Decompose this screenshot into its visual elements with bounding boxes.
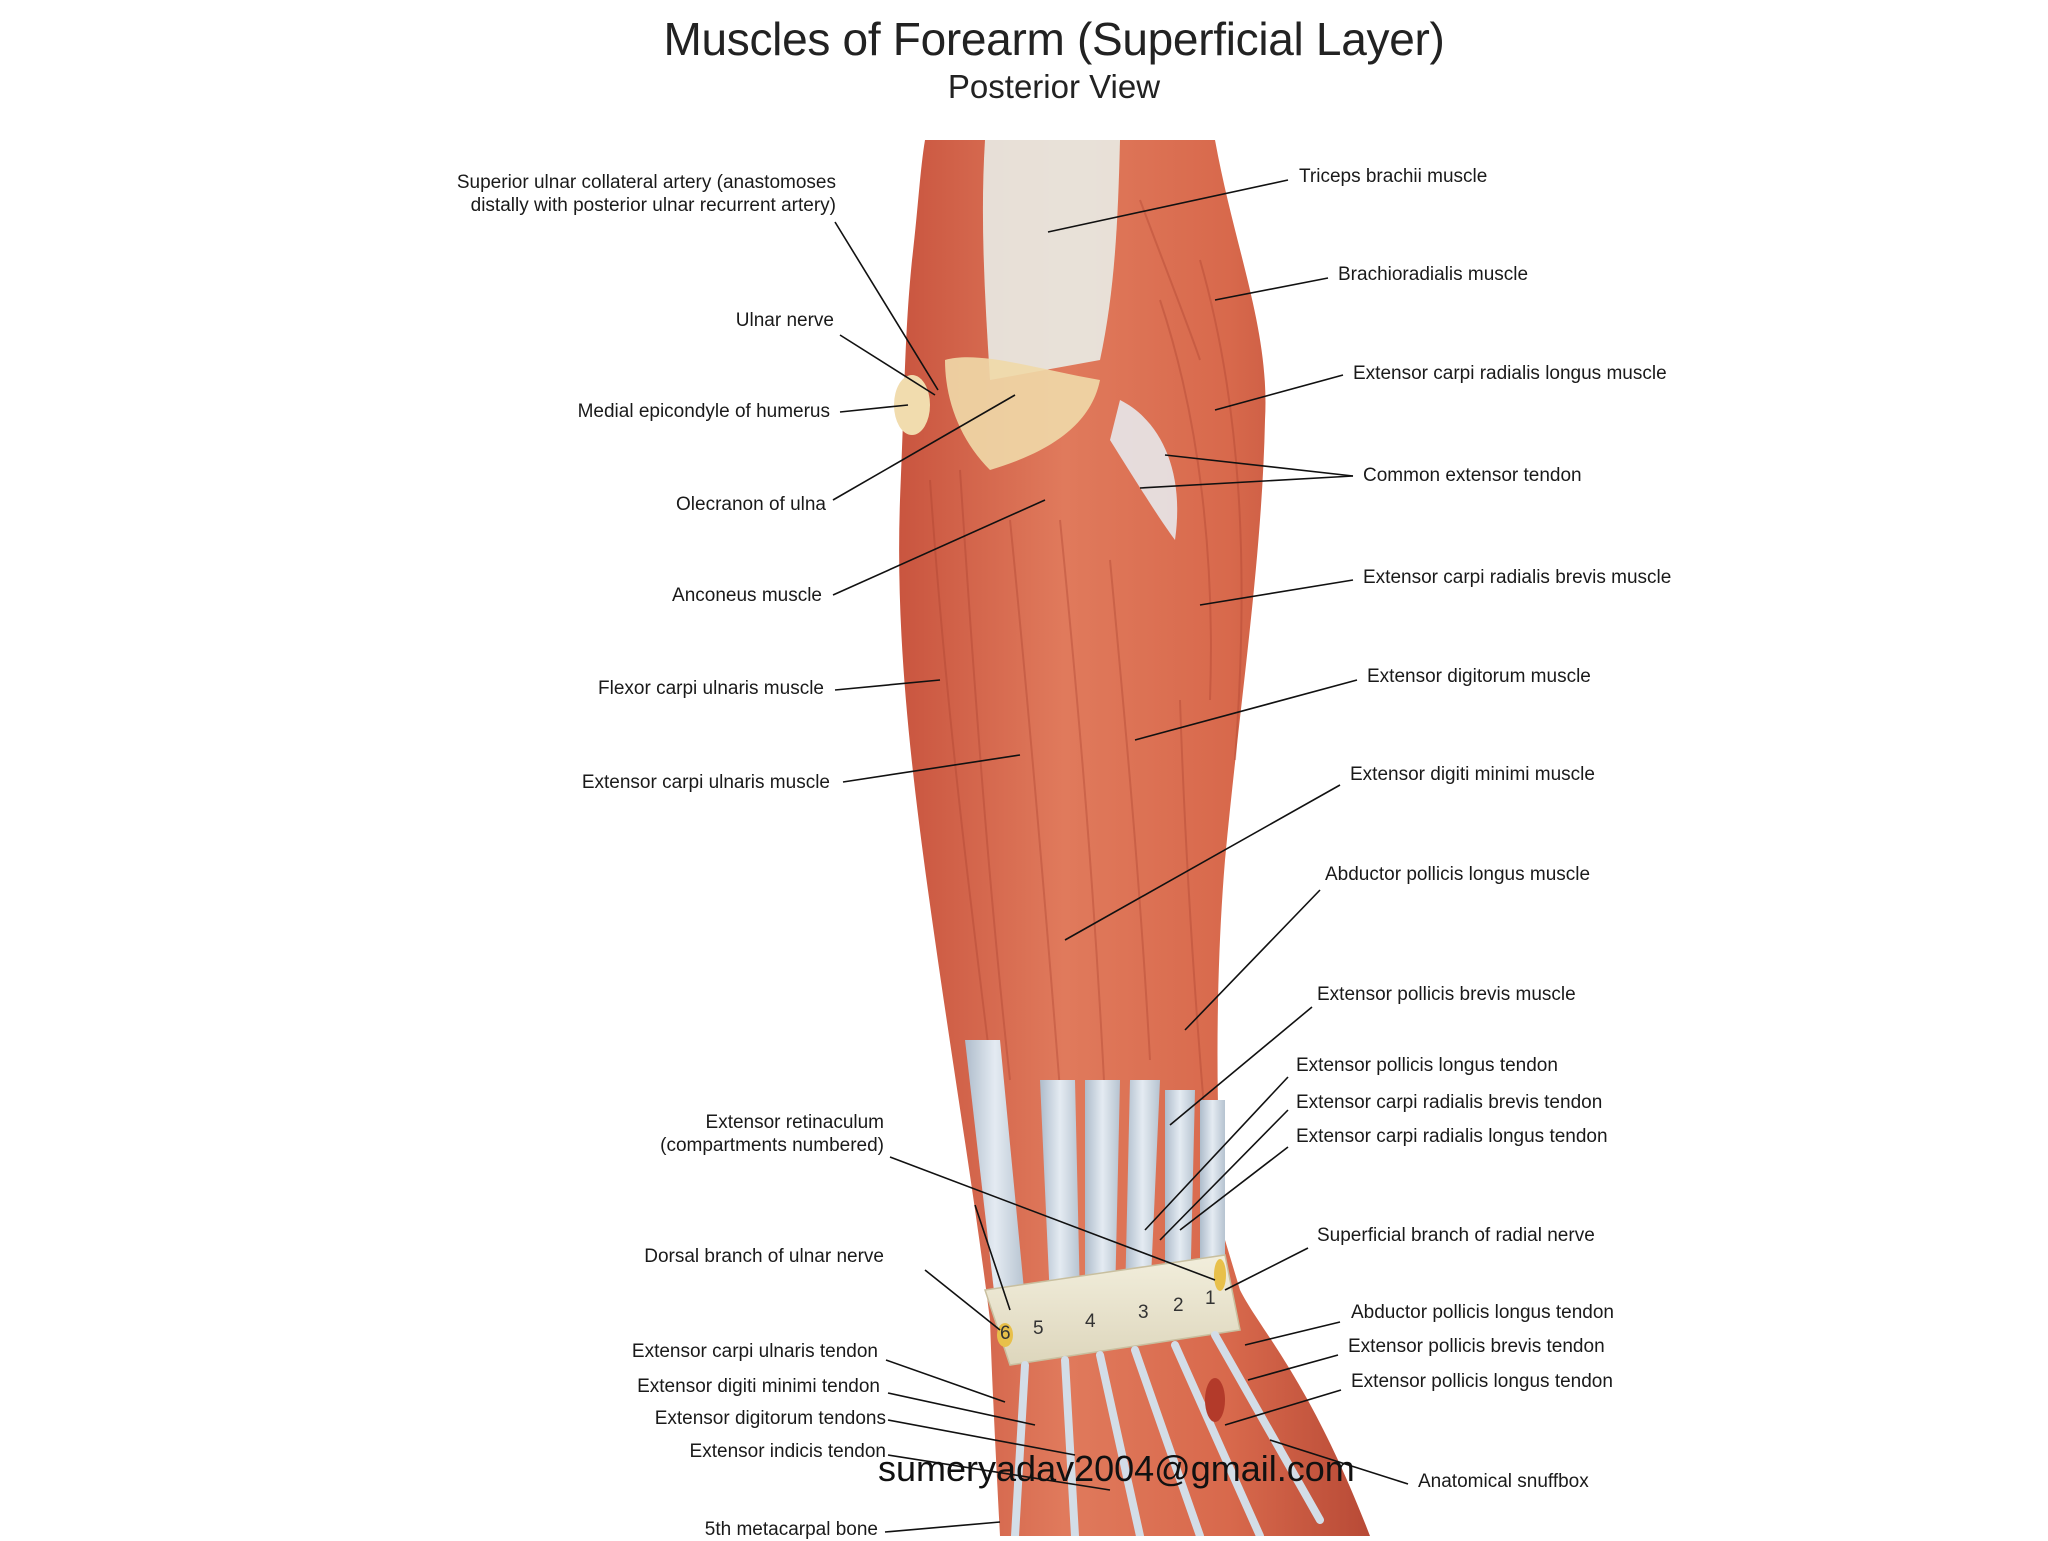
leader-ed-tendons	[887, 1419, 1076, 1456]
leader-ulnar-nerve	[839, 334, 936, 396]
compartment-number-2: 2	[1173, 1295, 1184, 1316]
label-superior-ulnar-collateral-artery: Superior ulnar collateral artery (anasto…	[456, 172, 836, 216]
compartment-number-6: 6	[1000, 1323, 1011, 1344]
hand-tendons	[1011, 1331, 1324, 1536]
compartment-number-3: 3	[1138, 1302, 1149, 1323]
label-apl-muscle: Abductor pollicis longus muscle	[1325, 864, 1591, 885]
leader-epb-muscle	[1169, 1006, 1313, 1126]
leader-common-extensor-tendon-2	[1139, 475, 1354, 489]
label-common-extensor-tendon: Common extensor tendon	[1363, 465, 1582, 486]
label-dorsal-branch-ulnar-nerve: Dorsal branch of ulnar nerve	[644, 1246, 884, 1267]
label-medial-epicondyle: Medial epicondyle of humerus	[577, 401, 830, 422]
leader-extensor-carpi-ulnaris-muscle	[842, 754, 1021, 783]
label-apl-tendon: Abductor pollicis longus tendon	[1351, 1302, 1615, 1323]
leader-apl-muscle	[1184, 889, 1321, 1031]
label-anatomical-snuffbox: Anatomical snuffbox	[1418, 1471, 1589, 1492]
label-extensor-digiti-minimi-muscle: Extensor digiti minimi muscle	[1350, 764, 1595, 785]
label-brachioradialis: Brachioradialis muscle	[1338, 264, 1529, 285]
leader-ecu-tendon	[885, 1359, 1006, 1403]
muscle-fibres	[929, 199, 1243, 1121]
diagram-subtitle: Posterior View	[947, 68, 1161, 105]
leader-ei-tendon	[887, 1454, 1111, 1491]
leader-common-extensor-tendon	[1164, 454, 1354, 477]
label-epl-tendon-lower: Extensor pollicis longus tendon	[1351, 1371, 1613, 1392]
label-anconeus: Anconeus muscle	[672, 585, 822, 606]
label-ecrb-muscle: Extensor carpi radialis brevis muscle	[1363, 567, 1672, 588]
label-epb-muscle: Extensor pollicis brevis muscle	[1317, 984, 1576, 1005]
distal-tendons	[965, 1040, 1225, 1300]
leader-brachioradialis	[1214, 277, 1329, 301]
label-extensor-digitorum-muscle: Extensor digitorum muscle	[1367, 666, 1591, 687]
label-epb-tendon: Extensor pollicis brevis tendon	[1348, 1336, 1605, 1357]
leader-superior-ulnar-collateral-artery	[834, 221, 939, 391]
label-ecrb-tendon: Extensor carpi radialis brevis tendon	[1296, 1092, 1603, 1113]
ulnar-nerve-branch	[997, 1323, 1013, 1347]
label-epl-tendon-upper: Extensor pollicis longus tendon	[1296, 1055, 1558, 1076]
leader-extensor-digiti-minimi-muscle	[1064, 784, 1341, 941]
leader-epl-tendon-upper	[1144, 1076, 1289, 1231]
label-triceps-brachii: Triceps brachii muscle	[1299, 166, 1488, 187]
label-extensor-retinaculum: Extensor retinaculum (compartments numbe…	[660, 1112, 884, 1156]
leader-apl-tendon	[1244, 1321, 1341, 1346]
leader-fifth-metacarpal	[884, 1521, 1001, 1533]
leader-epl-tendon-lower	[1224, 1389, 1342, 1426]
leader-ecrb-muscle	[1199, 579, 1354, 606]
compartment-number-1: 1	[1205, 1288, 1216, 1309]
label-extensor-indicis-tendon: Extensor indicis tendon	[689, 1441, 886, 1462]
label-flexor-carpi-ulnaris: Flexor carpi ulnaris muscle	[598, 678, 824, 699]
label-extensor-carpi-ulnaris-tendon: Extensor carpi ulnaris tendon	[631, 1341, 878, 1362]
leader-triceps-brachii	[1047, 179, 1289, 233]
leader-ecrb-tendon	[1159, 1109, 1289, 1241]
watermark-email: sumeryadav2004@gmail.com	[878, 1448, 1355, 1489]
leader-dorsal-branch-ulnar-nerve	[924, 1269, 1001, 1331]
label-ecrl-tendon: Extensor carpi radialis longus tendon	[1296, 1126, 1608, 1147]
leader-anatomical-snuffbox	[1269, 1439, 1409, 1485]
leader-superficial-radial-nerve	[1224, 1247, 1309, 1291]
label-superficial-radial-nerve: Superficial branch of radial nerve	[1317, 1225, 1595, 1246]
label-fifth-metacarpal: 5th metacarpal bone	[704, 1519, 878, 1540]
leader-olecranon	[832, 394, 1016, 501]
compartment-number-5: 5	[1033, 1318, 1044, 1339]
snuffbox-vessel	[1205, 1378, 1225, 1422]
label-extensor-digiti-minimi-tendon: Extensor digiti minimi tendon	[637, 1376, 880, 1397]
leader-extensor-digitorum-muscle	[1134, 679, 1358, 741]
leader-edm-tendon	[887, 1392, 1036, 1426]
label-ulnar-nerve: Ulnar nerve	[735, 310, 834, 331]
compartment-number-4: 4	[1085, 1311, 1096, 1332]
label-extensor-digitorum-tendons: Extensor digitorum tendons	[654, 1408, 886, 1429]
epicondyle-shape	[894, 375, 930, 435]
label-ecrl-muscle: Extensor carpi radialis longus muscle	[1353, 363, 1667, 384]
radial-nerve-branch	[1214, 1259, 1226, 1291]
leader-ecrl-tendon	[1179, 1146, 1289, 1231]
leader-flexor-carpi-ulnaris	[834, 679, 941, 691]
leader-anconeus	[832, 499, 1046, 596]
label-olecranon: Olecranon of ulna	[676, 494, 826, 515]
leader-extensor-retinaculum-2	[974, 1204, 1011, 1311]
triceps-tendon-shape	[982, 140, 1120, 380]
leader-ecrl-muscle	[1214, 374, 1344, 411]
leader-lines	[832, 179, 1409, 1533]
common-extensor-tendon-shape	[1110, 400, 1178, 540]
leader-medial-epicondyle	[839, 404, 909, 413]
forearm-shape	[899, 140, 1370, 1536]
olecranon-shape	[945, 357, 1100, 470]
leader-epb-tendon	[1247, 1354, 1339, 1381]
diagram-title: Muscles of Forearm (Superficial Layer)	[663, 13, 1445, 65]
label-extensor-carpi-ulnaris-muscle: Extensor carpi ulnaris muscle	[581, 772, 830, 793]
leader-extensor-retinaculum	[889, 1156, 1216, 1281]
